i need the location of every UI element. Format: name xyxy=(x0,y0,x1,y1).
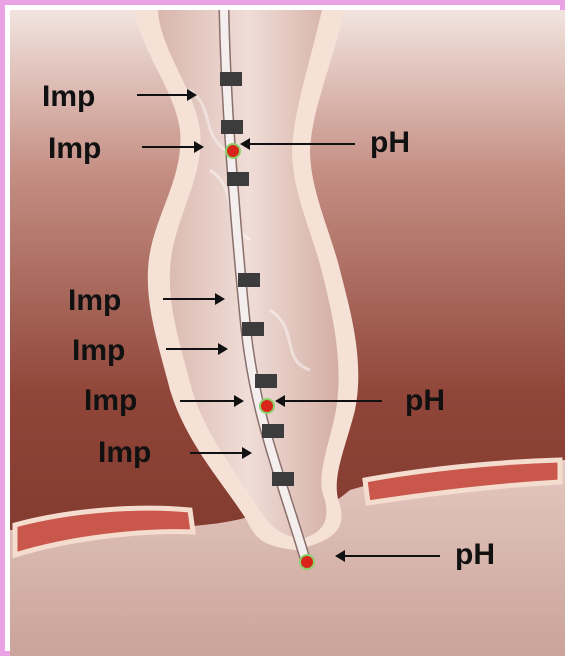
label-imp-2: Imp xyxy=(48,134,101,164)
ph-sensor-3 xyxy=(300,555,314,569)
impedance-ring-1 xyxy=(220,72,242,86)
arrow-imp-5 xyxy=(180,395,244,407)
ph-sensor-1 xyxy=(226,144,240,158)
impedance-ring-5 xyxy=(242,322,264,336)
impedance-ring-2 xyxy=(221,120,243,134)
label-imp-1: Imp xyxy=(42,82,95,112)
label-ph-1: pH xyxy=(370,128,410,158)
arrow-ph-2 xyxy=(275,395,382,407)
label-imp-3: Imp xyxy=(68,286,121,316)
arrow-imp-3 xyxy=(163,293,225,305)
label-ph-2: pH xyxy=(405,386,445,416)
arrow-imp-1 xyxy=(137,89,197,101)
label-imp-4: Imp xyxy=(72,336,125,366)
impedance-ring-7 xyxy=(262,424,284,438)
impedance-ring-6 xyxy=(255,374,277,388)
label-ph-3: pH xyxy=(455,540,495,570)
arrow-imp-6 xyxy=(190,447,252,459)
impedance-ring-8 xyxy=(272,472,294,486)
label-imp-5: Imp xyxy=(84,386,137,416)
arrow-ph-3 xyxy=(335,550,440,562)
arrow-imp-2 xyxy=(142,141,204,153)
impedance-ring-4 xyxy=(238,273,260,287)
ph-sensor-2 xyxy=(260,399,274,413)
arrow-ph-1 xyxy=(240,138,355,150)
impedance-ring-3 xyxy=(227,172,249,186)
arrow-imp-4 xyxy=(166,343,228,355)
label-imp-6: Imp xyxy=(98,438,151,468)
